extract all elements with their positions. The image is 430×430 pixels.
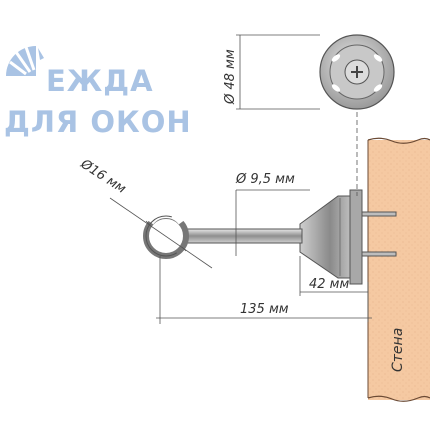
dim-rod-diameter [232,189,310,256]
dim-ring-diameter [109,197,213,269]
dim-total-length-label: 135 мм [240,302,289,317]
dim-ring-diameter-label: Ø16 мм [77,156,129,197]
dim-total-length [156,256,372,324]
wall-block [368,140,430,400]
bracket-base [299,189,363,285]
dim-base-depth-label: 42 мм [309,277,349,292]
sun-rays-icon [6,46,44,76]
dim-rosette-diameter [236,34,358,196]
bracket-rod [183,228,303,244]
logo-line2: ДЛЯ ОКОН [4,105,192,139]
rosette-front-view [319,34,395,110]
logo: ЕЖДА ДЛЯ ОКОН [4,46,192,139]
hook-ring [143,210,189,259]
wall: Стена [367,137,430,402]
dim-base-depth [299,256,369,322]
dim-rosette-diameter-label: Ø 48 мм [223,49,238,105]
dim-rod-diameter-label: Ø 9,5 мм [235,172,295,187]
logo-line1: ЕЖДА [46,64,154,98]
wall-label: Стена [390,328,406,372]
screw-head-icon [351,66,363,78]
